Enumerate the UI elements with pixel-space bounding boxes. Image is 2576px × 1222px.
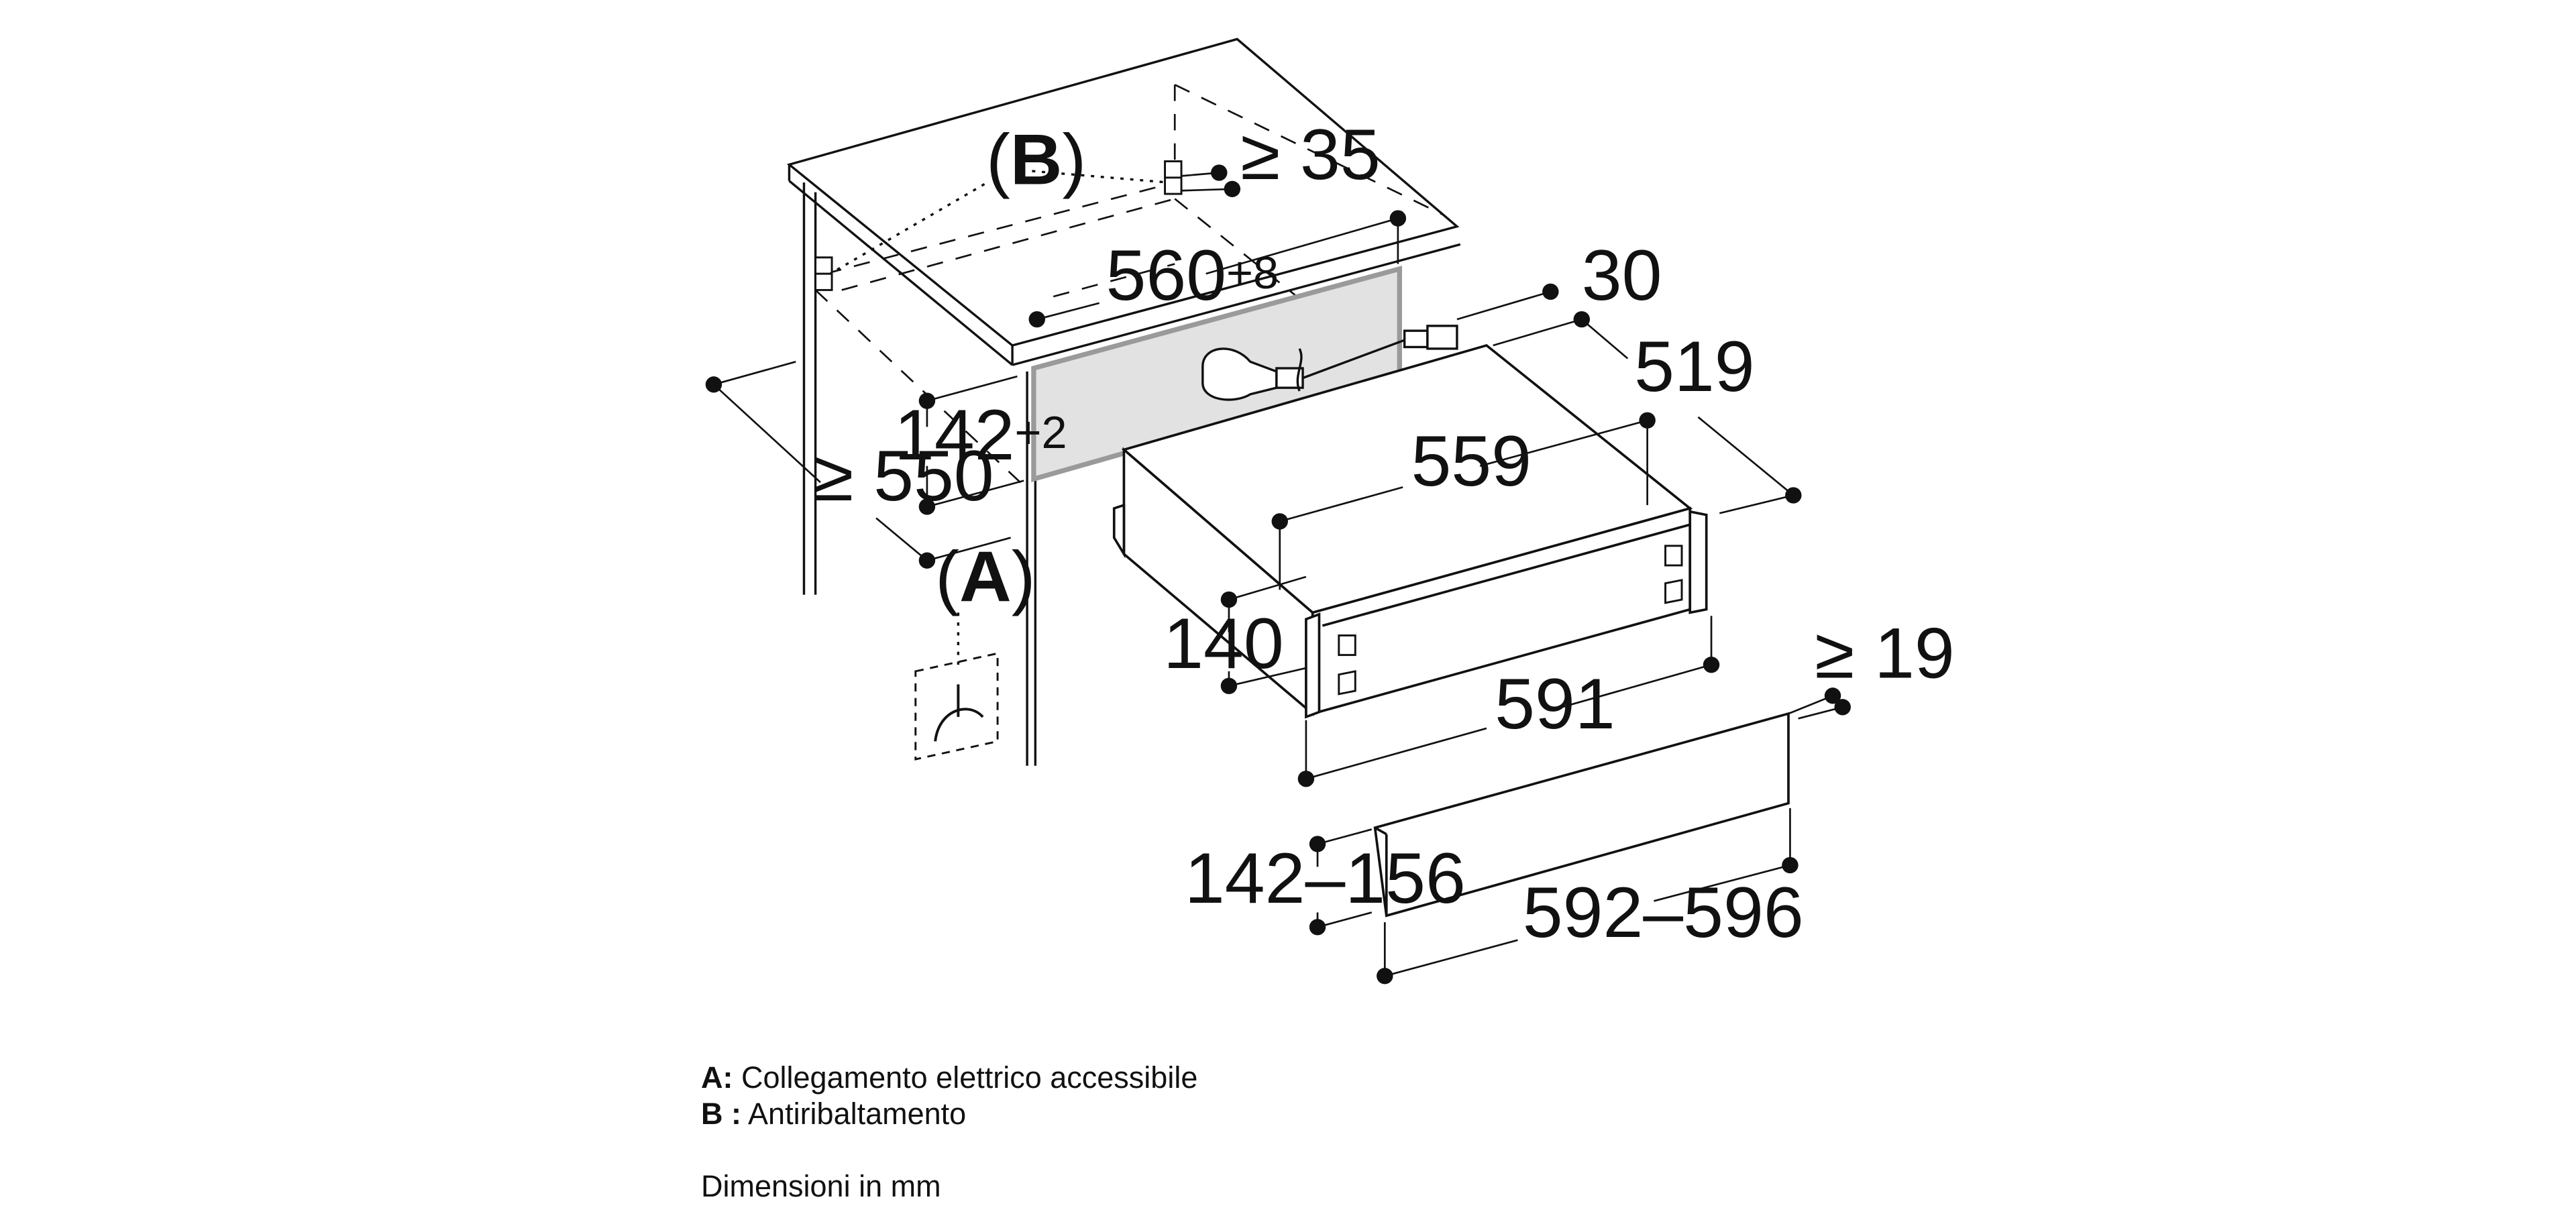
legend-text-a: Collegamento elettrico accessibile xyxy=(741,1060,1198,1095)
anti-tip-bracket-left xyxy=(814,256,833,291)
units-note: Dimensioni in mm xyxy=(701,1169,941,1203)
marker-b: (B) xyxy=(986,119,1086,200)
label-niche-height: 142+2 xyxy=(894,394,1067,475)
legend-key-b: B : xyxy=(701,1097,741,1131)
label-panel-height: 142–156 xyxy=(1185,838,1466,918)
label-unit-inner-width: 559 xyxy=(1411,421,1532,501)
label-unit-width: 591 xyxy=(1495,663,1615,744)
control-icons-left xyxy=(1338,634,1356,696)
label-unit-depth: 519 xyxy=(1634,326,1755,406)
legend: A: Collegamento elettrico accessibile B … xyxy=(701,1060,1197,1205)
label-cabinet-width: 560+8 xyxy=(1106,235,1279,315)
legend-row-b: B : Antiribaltamento xyxy=(701,1096,1197,1132)
legend-row-a: A: Collegamento elettrico accessibile xyxy=(701,1060,1197,1096)
anti-tip-bracket-right xyxy=(1164,160,1183,195)
label-front-gap: ≥ 19 xyxy=(1815,613,1955,693)
legend-key-a: A: xyxy=(701,1060,733,1095)
cabinet xyxy=(786,38,1461,766)
label-unit-height: 140 xyxy=(1163,603,1284,683)
warming-drawer-unit xyxy=(1112,344,1708,719)
label-top-clearance: ≥ 35 xyxy=(1240,115,1381,195)
dimension-dots xyxy=(705,164,1851,985)
electrical-outlet-icon xyxy=(914,652,999,761)
marker-a: (A) xyxy=(935,537,1035,617)
worktop-top xyxy=(786,38,1460,347)
label-side-offset: 30 xyxy=(1582,235,1662,315)
dimension-lines xyxy=(713,170,1843,977)
label-panel-width: 592–596 xyxy=(1523,872,1804,952)
front-panel xyxy=(1373,712,1790,918)
label-depth-clearance: ≥ 550 xyxy=(814,435,994,516)
legend-text-b: Antiribaltamento xyxy=(748,1097,967,1131)
power-plug-icon xyxy=(1201,325,1458,401)
control-icons-right xyxy=(1664,545,1683,604)
